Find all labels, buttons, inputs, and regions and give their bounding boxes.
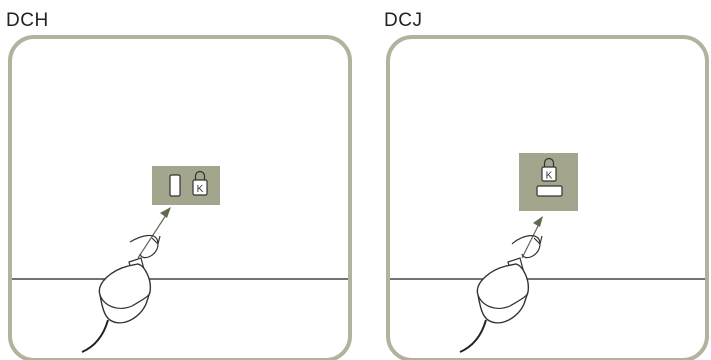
lock-icon: K <box>541 157 557 182</box>
panel-dch: K <box>8 35 352 360</box>
arrow-icon <box>137 207 171 259</box>
panel-title-dcj: DCJ <box>384 10 423 31</box>
slot-icon <box>536 185 563 197</box>
kensington-lock-icon <box>98 257 152 324</box>
arrow-icon <box>521 216 543 259</box>
rotation-arrow-icon <box>511 235 543 259</box>
rotation-arrow-icon <box>129 234 161 259</box>
panel-frame <box>386 35 709 360</box>
port-panel <box>519 153 578 211</box>
kensington-lock-icon <box>476 257 530 324</box>
cable-icon <box>81 319 109 353</box>
lock-icon: K <box>192 170 208 196</box>
panel-frame <box>8 35 352 360</box>
lock-letter: K <box>197 184 204 195</box>
slot-icon <box>169 174 181 197</box>
panel-title-dch: DCH <box>6 10 49 31</box>
panel-dcj: K <box>386 35 709 360</box>
port-panel <box>152 166 220 205</box>
cable-icon <box>459 319 487 353</box>
lock-letter: K <box>546 171 553 182</box>
